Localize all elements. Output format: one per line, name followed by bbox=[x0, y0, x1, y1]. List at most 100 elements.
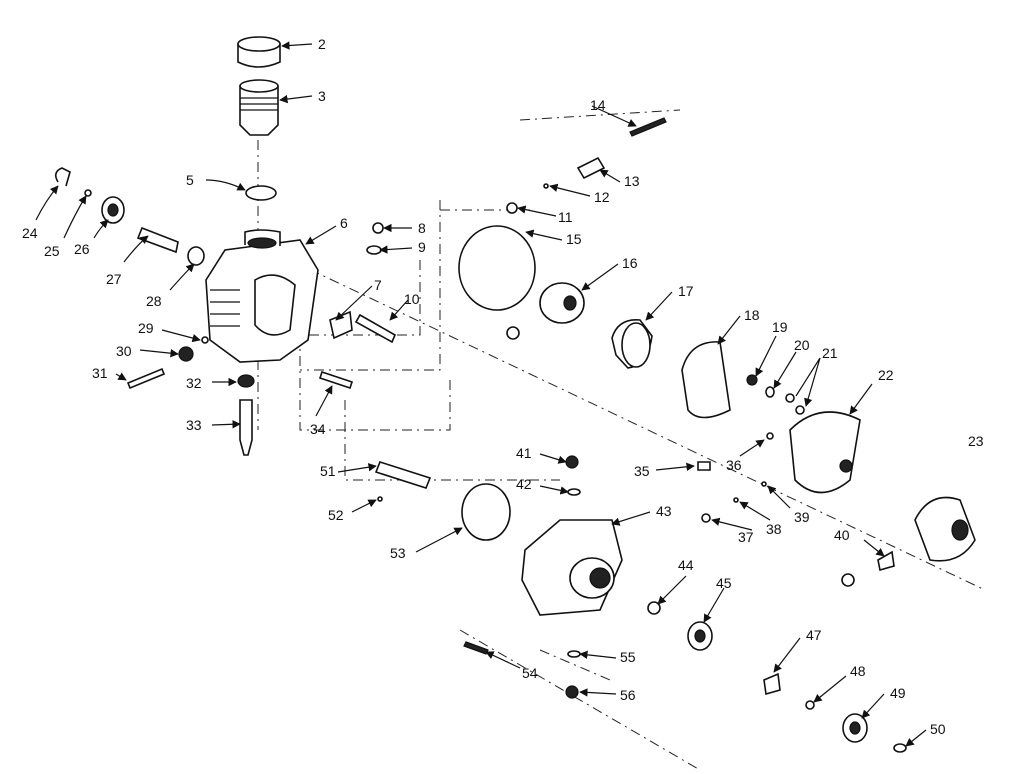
label-56: 56 bbox=[620, 687, 636, 703]
label-7: 7 bbox=[374, 277, 382, 293]
label-41: 41 bbox=[516, 445, 532, 461]
part-28-seal bbox=[187, 246, 205, 266]
label-22: 22 bbox=[878, 367, 894, 383]
label-27: 27 bbox=[106, 271, 122, 287]
part-labels: 2 3 5 6 7 8 9 10 11 12 13 14 15 16 17 18… bbox=[22, 36, 984, 737]
part-48-washer bbox=[805, 700, 815, 710]
label-52: 52 bbox=[328, 507, 344, 523]
part-49-gear bbox=[842, 713, 868, 743]
label-12: 12 bbox=[594, 189, 610, 205]
part-15-gasket-ring bbox=[458, 225, 536, 311]
part-56-plug bbox=[565, 685, 579, 699]
part-44-seal bbox=[647, 601, 661, 615]
label-11: 11 bbox=[558, 209, 573, 225]
part-52-clip bbox=[377, 496, 383, 502]
part-40-valve bbox=[877, 550, 895, 572]
label-53: 53 bbox=[390, 545, 406, 561]
label-18: 18 bbox=[744, 307, 760, 323]
part-36-pin bbox=[766, 432, 774, 440]
part-21-valve-set bbox=[785, 393, 805, 415]
part-5-o-ring bbox=[245, 185, 277, 201]
label-9: 9 bbox=[418, 239, 426, 255]
label-45: 45 bbox=[716, 575, 732, 591]
part-45-bearing bbox=[687, 621, 713, 651]
part-19-valve bbox=[746, 374, 758, 386]
label-26: 26 bbox=[74, 241, 90, 257]
label-50: 50 bbox=[930, 721, 946, 737]
part-39-washer bbox=[761, 481, 767, 487]
label-38: 38 bbox=[766, 521, 782, 537]
part-12-clip bbox=[543, 183, 549, 189]
label-48: 48 bbox=[850, 663, 866, 679]
label-13: 13 bbox=[624, 173, 640, 189]
label-23: 23 bbox=[968, 433, 984, 449]
label-33: 33 bbox=[186, 417, 202, 433]
label-32: 32 bbox=[186, 375, 202, 391]
part-32-seal bbox=[237, 374, 255, 388]
part-2-cap bbox=[237, 36, 281, 68]
part-11-screw bbox=[506, 202, 518, 214]
part-35-fitting bbox=[697, 461, 711, 471]
label-19: 19 bbox=[772, 319, 788, 335]
part-42-o-ring bbox=[567, 488, 581, 496]
label-55: 55 bbox=[620, 649, 636, 665]
part-50-clip bbox=[893, 743, 907, 753]
part-14-rod bbox=[629, 117, 667, 137]
label-14: 14 bbox=[590, 97, 606, 113]
label-3: 3 bbox=[318, 88, 326, 104]
part-23-cover bbox=[914, 496, 976, 562]
label-54: 54 bbox=[522, 665, 538, 681]
label-8: 8 bbox=[418, 220, 426, 236]
part-47-key bbox=[763, 672, 781, 696]
part-8-washer bbox=[372, 222, 384, 234]
part-38-washer bbox=[733, 497, 739, 503]
part-3-filter bbox=[239, 79, 279, 136]
part-40b-ball bbox=[841, 573, 855, 587]
part-33-stud bbox=[239, 399, 253, 456]
label-16: 16 bbox=[622, 255, 638, 271]
label-31: 31 bbox=[92, 365, 108, 381]
label-15: 15 bbox=[566, 231, 582, 247]
label-44: 44 bbox=[678, 557, 694, 573]
label-24: 24 bbox=[22, 225, 38, 241]
label-34: 34 bbox=[310, 421, 326, 437]
part-10-rod bbox=[354, 313, 397, 344]
part-29-plug bbox=[201, 336, 209, 344]
label-29: 29 bbox=[138, 320, 154, 336]
label-6: 6 bbox=[340, 215, 348, 231]
part-53-ring bbox=[461, 483, 511, 541]
label-21: 21 bbox=[822, 345, 838, 361]
part-9-gasket bbox=[366, 245, 382, 255]
part-13-pin bbox=[576, 156, 606, 180]
part-34-key bbox=[318, 370, 354, 390]
part-51-connecting-rod bbox=[374, 461, 432, 489]
assembly-lines bbox=[257, 109, 986, 771]
label-47: 47 bbox=[806, 627, 822, 643]
part-18-cylinder bbox=[681, 341, 731, 419]
part-24-retainer-ring bbox=[54, 167, 71, 187]
label-17: 17 bbox=[678, 283, 694, 299]
part-26-bearing bbox=[101, 196, 125, 224]
label-39: 39 bbox=[794, 509, 810, 525]
part-55-o-ring bbox=[567, 650, 581, 658]
part-43-end-cover bbox=[521, 519, 623, 616]
part-27-shaft bbox=[136, 226, 179, 254]
label-43: 43 bbox=[656, 503, 672, 519]
label-37: 37 bbox=[738, 529, 754, 545]
part-20-spring bbox=[765, 386, 775, 398]
label-20: 20 bbox=[794, 337, 810, 353]
label-10: 10 bbox=[404, 291, 420, 307]
part-16-eccentric bbox=[539, 282, 585, 324]
part-37-screw bbox=[701, 513, 711, 523]
part-17-sleeve bbox=[611, 319, 653, 369]
label-42: 42 bbox=[516, 476, 532, 492]
part-25-ball bbox=[84, 189, 92, 197]
label-28: 28 bbox=[146, 293, 162, 309]
part-22-head bbox=[789, 411, 861, 494]
part-6-crankcase bbox=[205, 229, 319, 363]
label-49: 49 bbox=[890, 685, 906, 701]
part-16b-bushing bbox=[506, 326, 520, 340]
part-30-nut bbox=[178, 346, 194, 362]
label-35: 35 bbox=[634, 463, 650, 479]
